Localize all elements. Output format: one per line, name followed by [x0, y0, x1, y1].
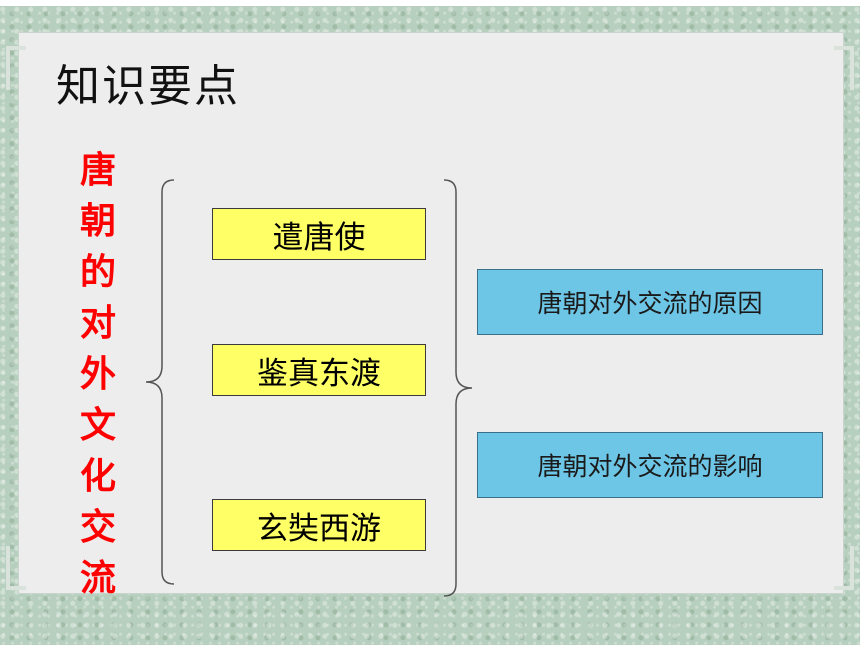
- heading-char: 流: [79, 558, 116, 599]
- frame-corner-ornament: [6, 46, 26, 90]
- frame-corner-ornament: [834, 546, 854, 590]
- heading-char: 文: [79, 405, 116, 446]
- topic-box-jianzhen: 鉴真东渡: [212, 344, 426, 396]
- frame-corner-ornament: [834, 46, 854, 90]
- heading-char: 唐: [79, 150, 116, 191]
- heading-char: 交: [79, 507, 116, 548]
- heading-char: 的: [79, 252, 116, 293]
- aspect-box-impacts: 唐朝对外交流的影响: [477, 432, 823, 498]
- heading-char: 对: [79, 303, 116, 344]
- frame-corner-ornament: [6, 546, 26, 590]
- left-brace: [145, 179, 175, 585]
- heading-char: 朝: [79, 201, 116, 242]
- page-title: 知识要点: [56, 61, 240, 112]
- topic-heading: 唐 朝 的 对 外 文 化 交 流: [76, 145, 120, 604]
- topic-box-envoys: 遣唐使: [212, 208, 426, 260]
- topic-box-xuanzang: 玄奘西游: [212, 499, 426, 551]
- aspect-box-causes: 唐朝对外交流的原因: [477, 269, 823, 335]
- heading-char: 外: [79, 354, 116, 395]
- right-brace: [443, 179, 473, 597]
- heading-char: 化: [79, 456, 116, 497]
